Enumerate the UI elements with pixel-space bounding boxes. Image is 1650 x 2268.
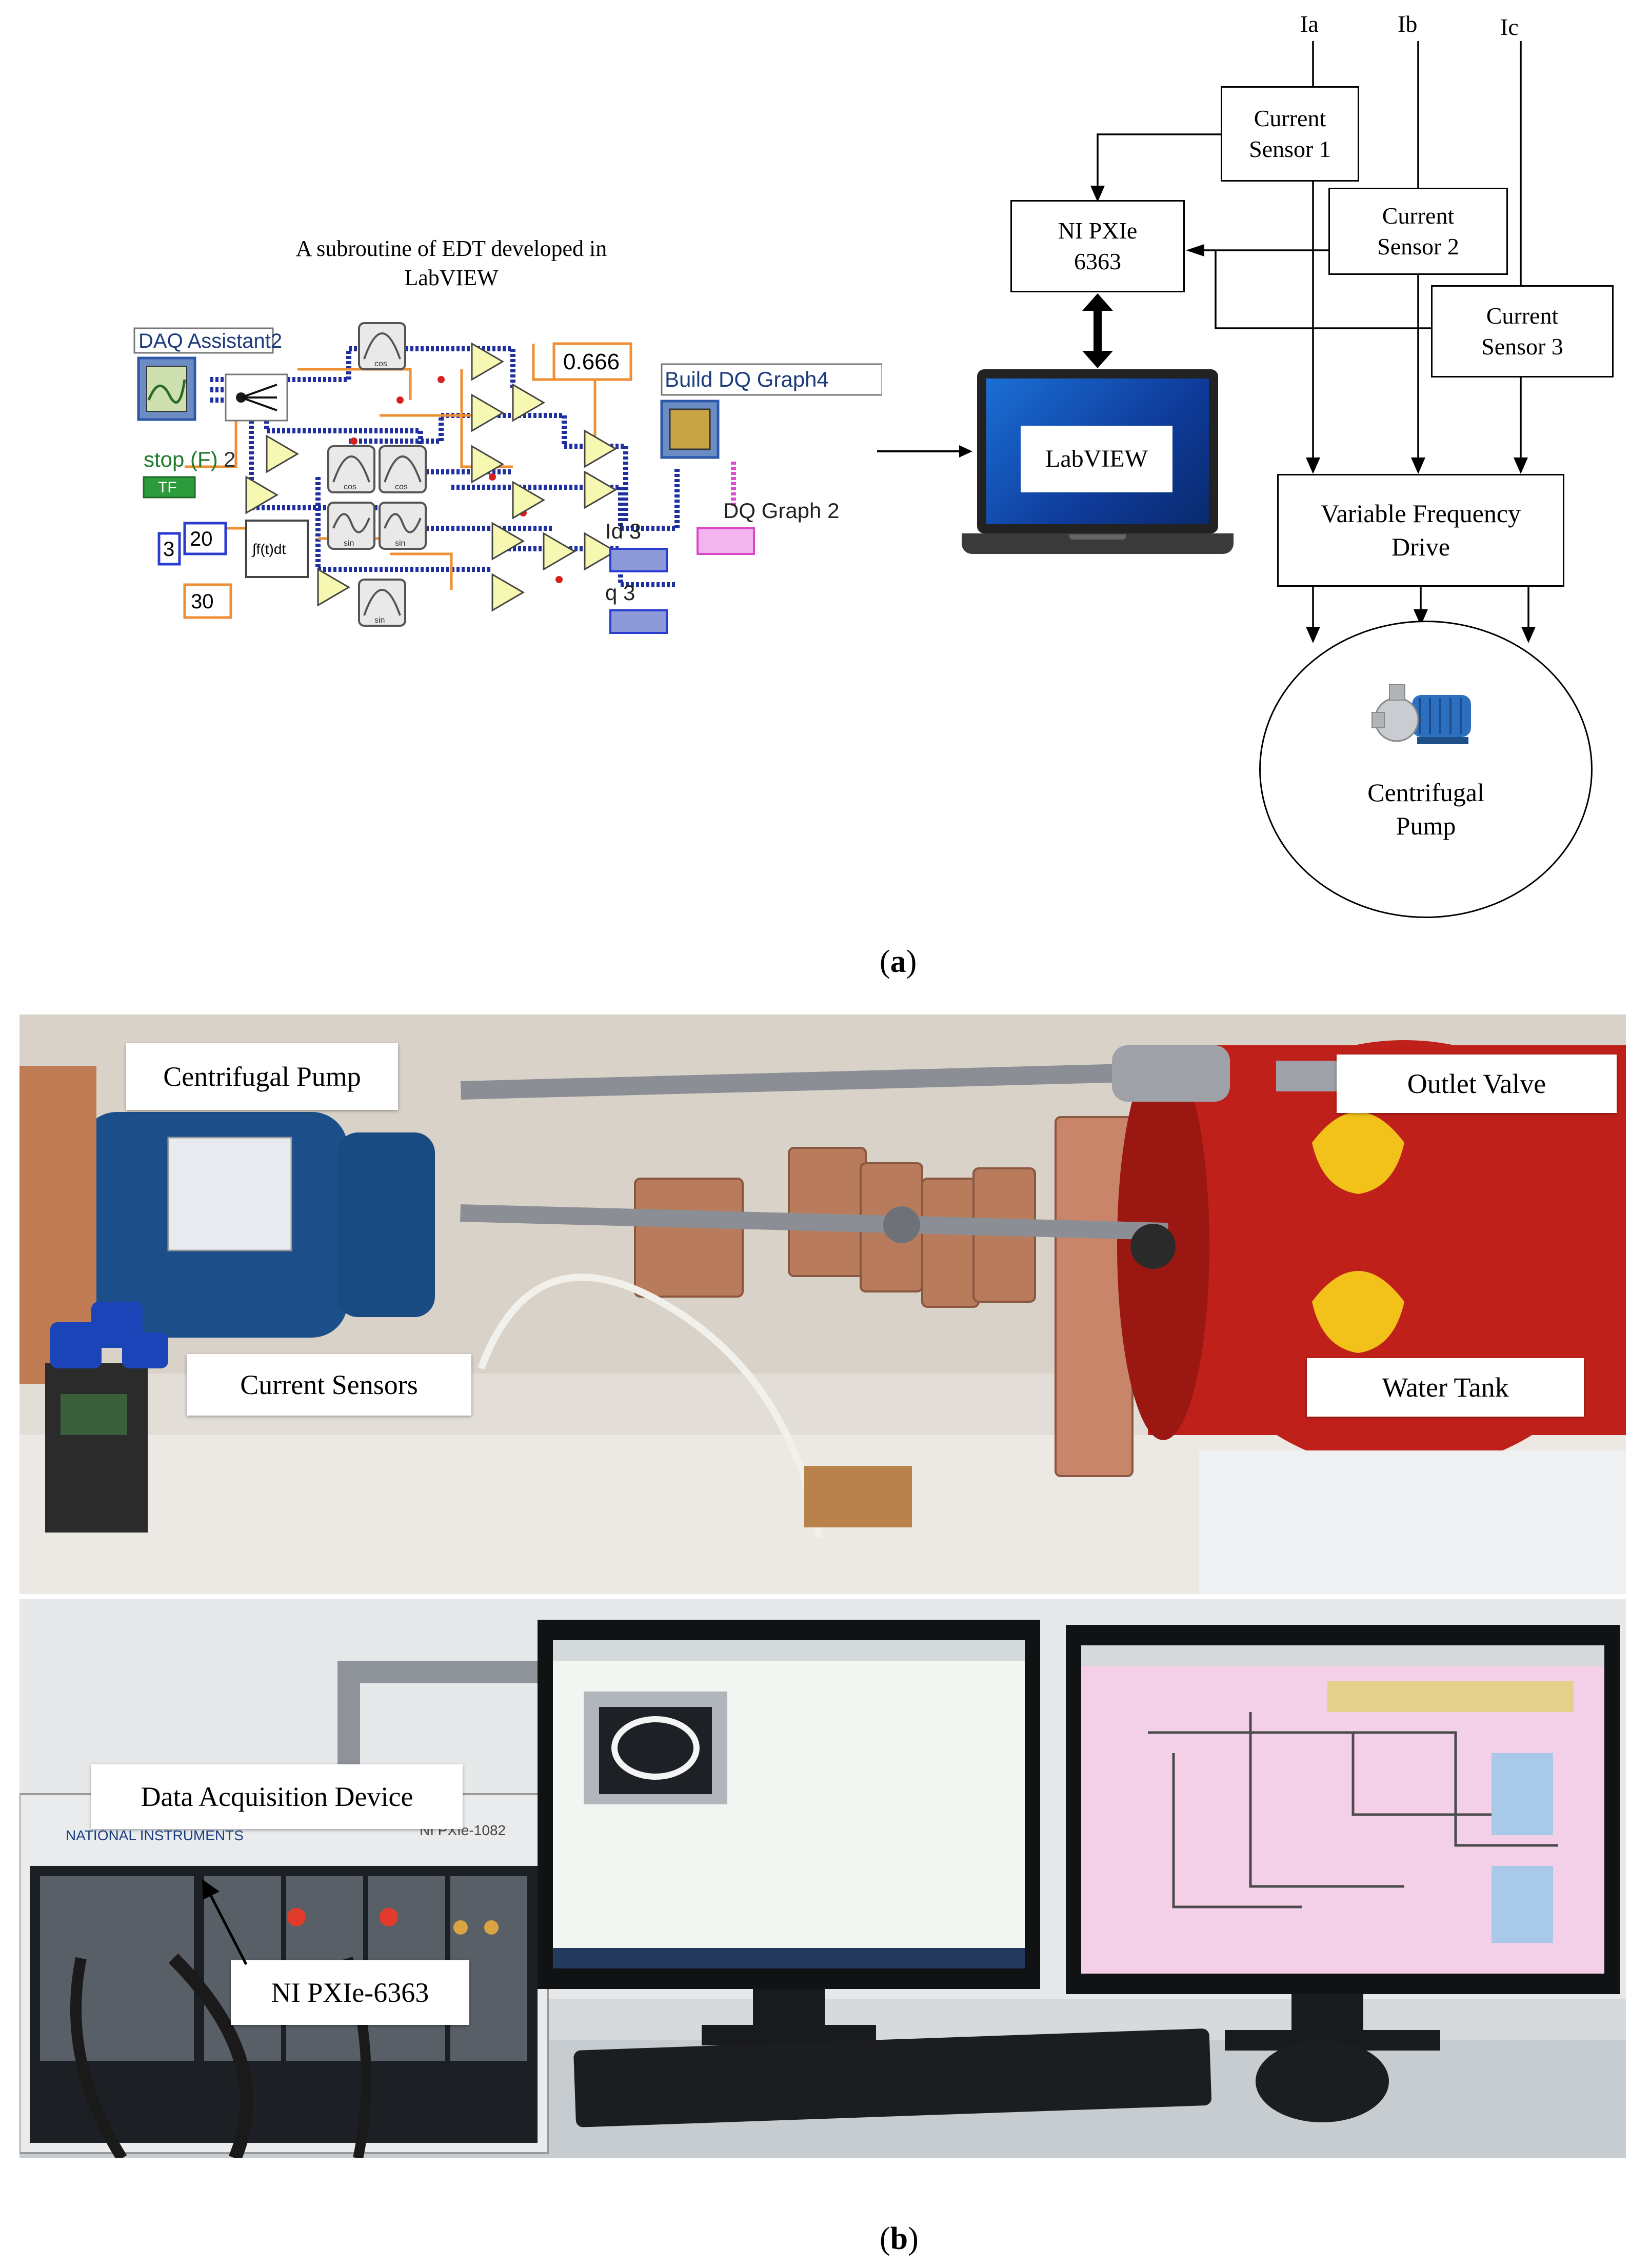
photo-daq-workstation: NATIONAL INSTRUMENTS NI PXIe-1082 (19, 1599, 1626, 2158)
laptop: LabVIEW (962, 369, 1234, 559)
stop-label: stop (F) (144, 447, 218, 471)
variable-frequency-drive: Variable Frequency Drive (1277, 474, 1564, 587)
sin-label: sin (395, 539, 405, 548)
labview-subroutine-caption: A subroutine of EDT developed in LabVIEW (295, 236, 607, 291)
current-sensor-1: Current Sensor 1 (1221, 86, 1359, 182)
current-sensor-3: Current Sensor 3 (1431, 285, 1614, 377)
double-arrow-laptop-daq (1082, 293, 1113, 368)
build-dq-label: Build DQ Graph4 (665, 367, 829, 391)
label-centrifugal-pump: Centrifugal Pump (126, 1043, 398, 1110)
centrifugal-pump-circle: Centrifugal Pump (1259, 621, 1593, 918)
caption-a: (a) (880, 944, 917, 979)
centrifugal-pump-label: Centrifugal Pump (1367, 778, 1484, 840)
const-0666: 0.666 (563, 349, 620, 374)
sensor-wiring (1090, 41, 1536, 643)
daq-assistant-label: DAQ Assistant2 (138, 330, 282, 352)
label-outlet-valve: Outlet Valve (1337, 1055, 1617, 1113)
const-30: 30 (191, 590, 214, 613)
phase-label-ic: Ic (1500, 14, 1519, 40)
labview-block-diagram: DAQ Assistant2 stop (F) TF 2 3 20 30 ∫f(… (133, 322, 882, 634)
sin-label: sin (344, 539, 354, 548)
pump-icon (1371, 684, 1471, 744)
const-20: 20 (190, 528, 213, 550)
cos-label: cos (395, 483, 408, 491)
label-data-acquisition-device: Data Acquisition Device (91, 1764, 463, 1829)
dq-graph-label: DQ Graph 2 (723, 499, 839, 523)
cos-label: cos (374, 360, 387, 368)
integral-block: ∫f(t)dt (251, 541, 286, 557)
const-3: 3 (163, 538, 174, 561)
const-2: 2 (224, 447, 235, 471)
ni-pxie-box: NI PXIe 6363 (1010, 200, 1185, 292)
caption-b: (b) (880, 2221, 919, 2256)
iq3-label: q 3 (605, 581, 635, 605)
arrow-to-laptop (877, 445, 972, 457)
phase-label-ib: Ib (1398, 11, 1418, 37)
current-sensor-2: Current Sensor 2 (1328, 188, 1508, 275)
sin-label: sin (374, 616, 385, 625)
arrow-to-pxie-card (202, 1879, 248, 1965)
label-water-tank: Water Tank (1307, 1358, 1584, 1417)
laptop-screen-labview: LabVIEW (1021, 426, 1172, 492)
id3-label: Id 3 (605, 519, 641, 543)
stop-terminal: TF (158, 479, 177, 496)
label-ni-pxie-6363: NI PXIe-6363 (231, 1960, 469, 2025)
label-current-sensors: Current Sensors (187, 1354, 471, 1416)
phase-label-ia: Ia (1300, 11, 1319, 37)
chassis-brand: NATIONAL INSTRUMENTS (66, 1827, 244, 1843)
cos-label: cos (344, 483, 356, 491)
